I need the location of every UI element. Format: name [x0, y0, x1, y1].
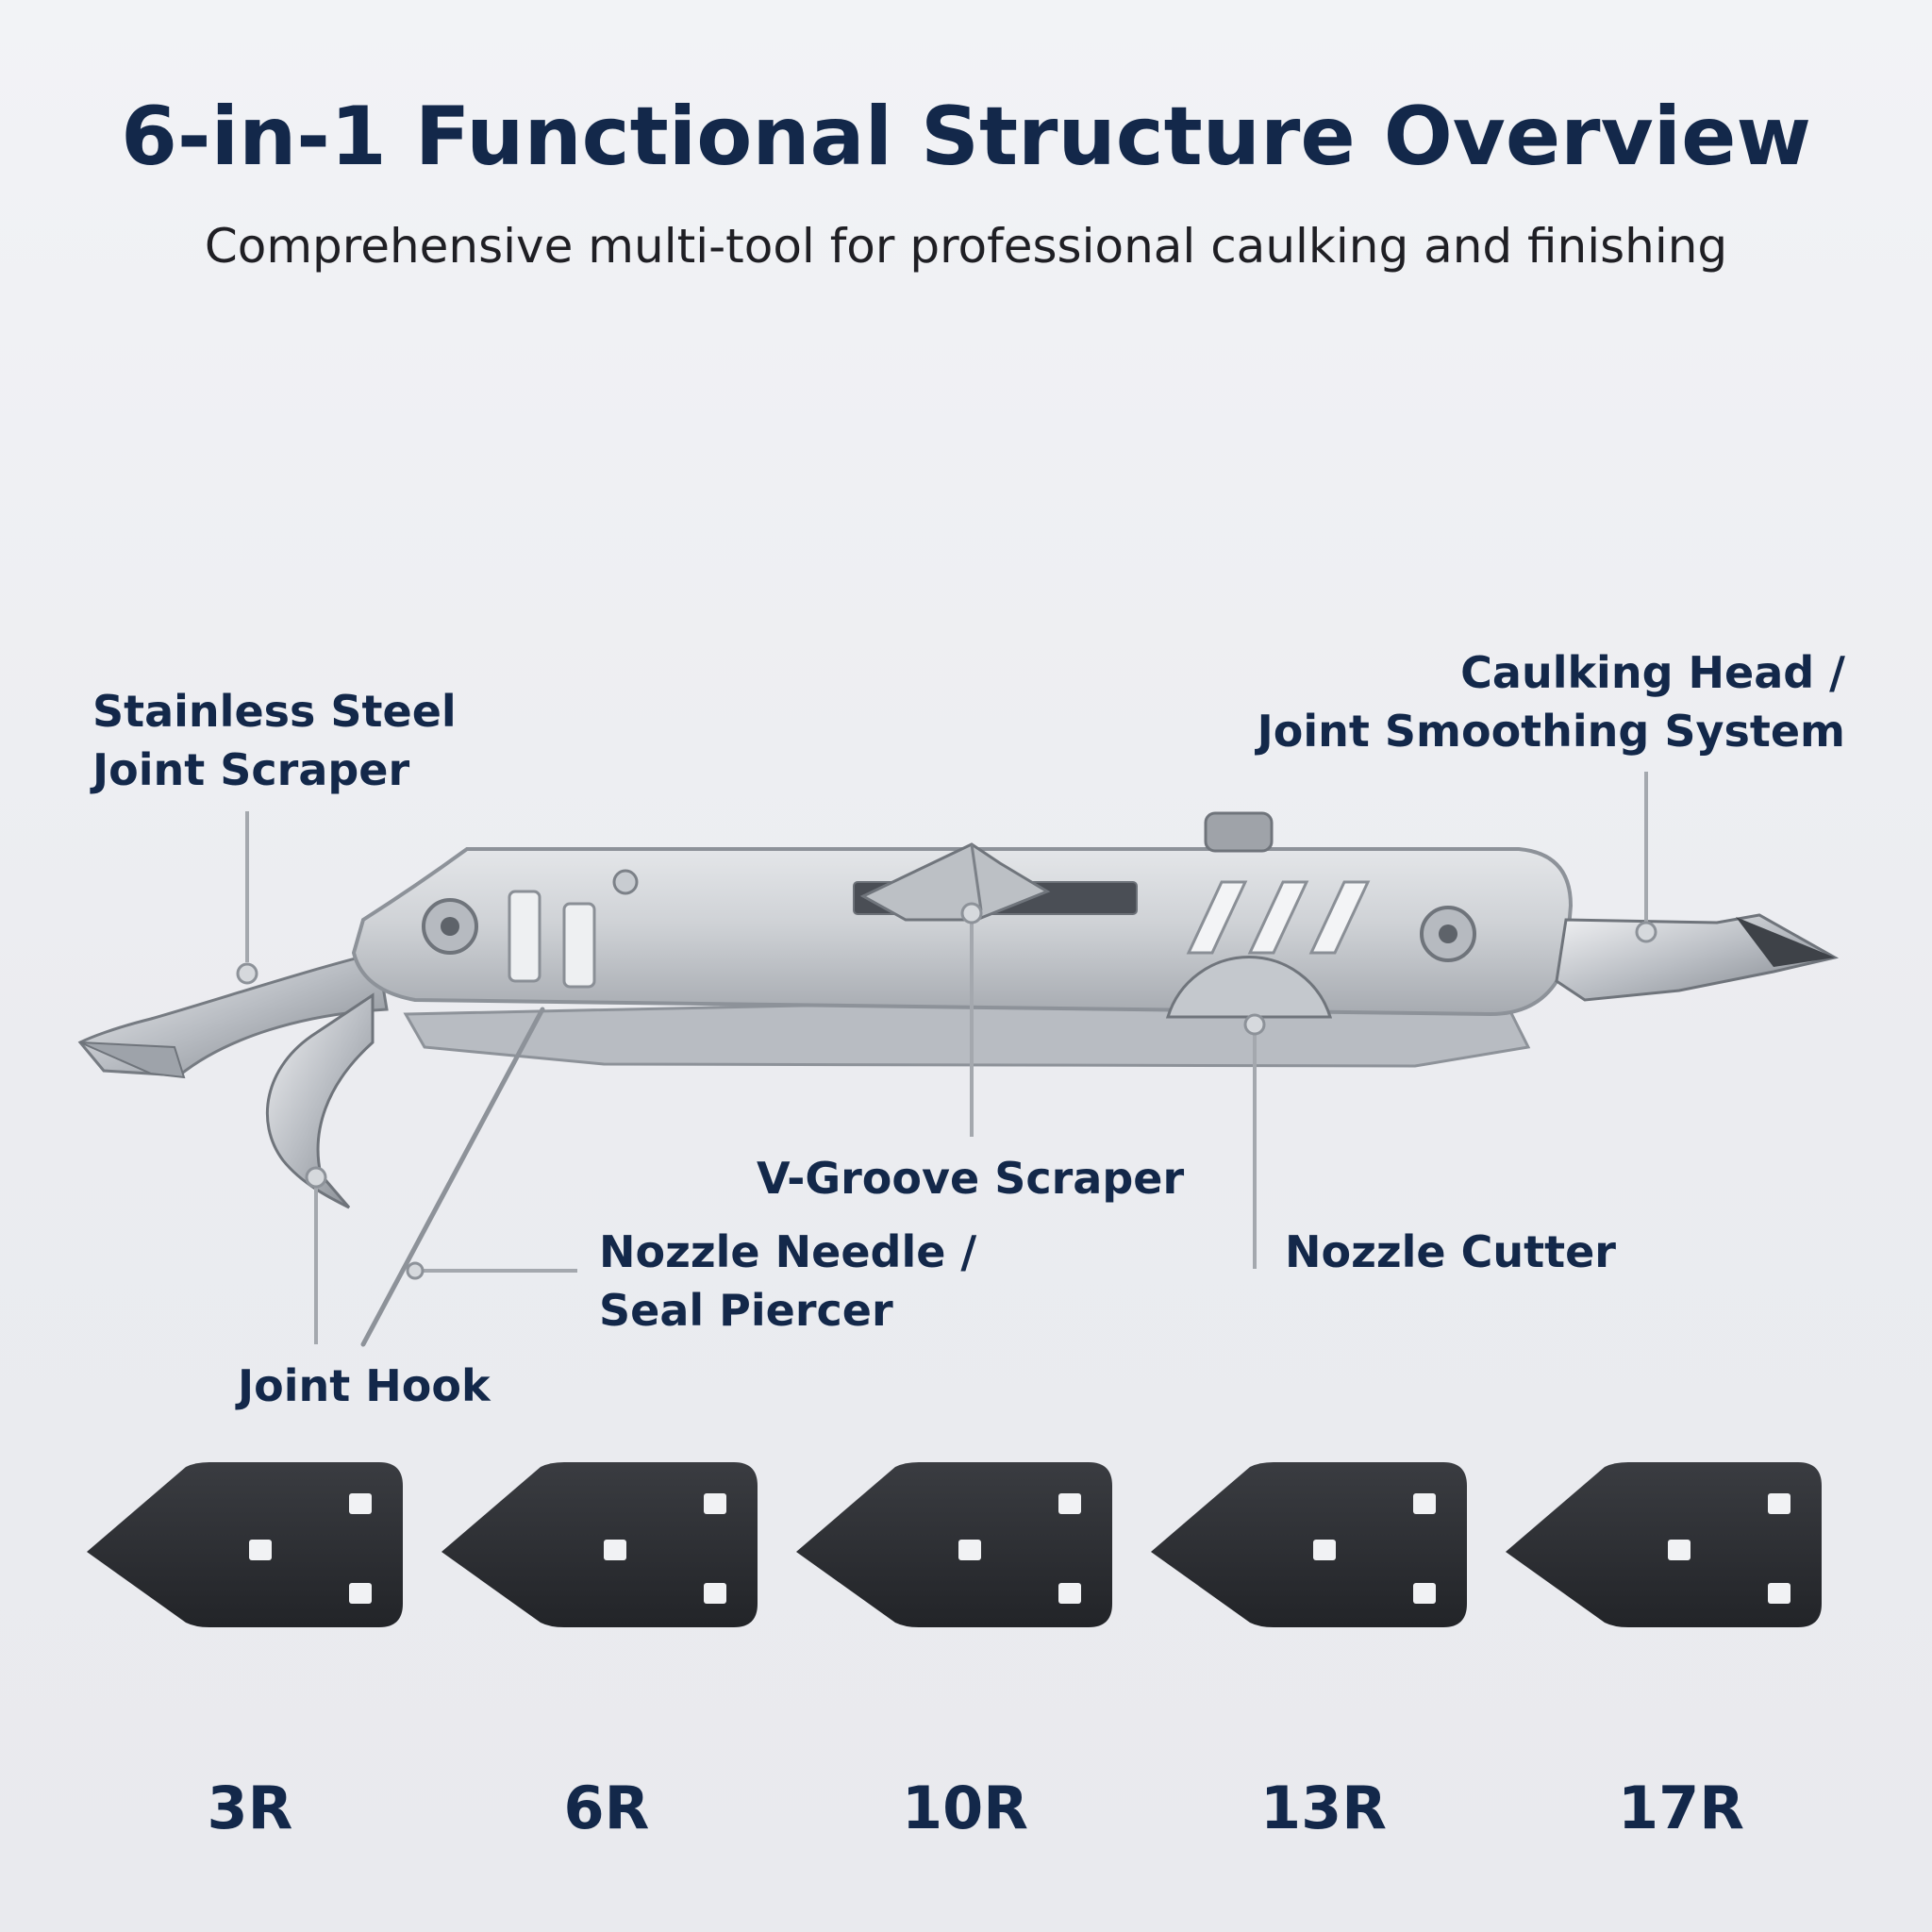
tip-3r	[87, 1462, 403, 1627]
label-line: Joint Scraper	[92, 744, 410, 795]
nozzle-needle	[360, 1007, 545, 1347]
label-caulking-head: Caulking Head / Joint Smoothing System	[1257, 643, 1845, 760]
label-line: Joint Smoothing System	[1257, 706, 1845, 757]
body-vent	[1186, 880, 1248, 955]
label-line: Joint Hook	[238, 1360, 491, 1411]
body-vent	[1308, 880, 1371, 955]
tip-size-label: 3R	[207, 1774, 293, 1842]
joint-scraper-blade	[77, 951, 389, 1077]
page-title: 6-in-1 Functional Structure Overview	[121, 90, 1811, 184]
label-line: Seal Piercer	[599, 1285, 893, 1336]
label-line: Stainless Steel	[92, 686, 457, 737]
body-slot	[562, 902, 596, 989]
tip-13r	[1151, 1462, 1467, 1627]
label-v-groove-scraper: V-Groove Scraper	[757, 1149, 1184, 1208]
tip-6r	[441, 1462, 758, 1627]
pin	[612, 869, 639, 895]
tip-size-label: 10R	[901, 1774, 1029, 1842]
label-nozzle-cutter: Nozzle Cutter	[1285, 1223, 1616, 1281]
label-line: V-Groove Scraper	[757, 1153, 1185, 1204]
label-nozzle-needle: Nozzle Needle / Seal Piercer	[599, 1223, 976, 1340]
label-line: Nozzle Needle /	[599, 1226, 977, 1277]
tip-row	[87, 1462, 1822, 1627]
knob	[1204, 811, 1274, 853]
nozzle-cutter-wheel	[1165, 956, 1333, 1019]
label-joint-hook: Joint Hook	[238, 1357, 491, 1415]
tip-size-label: 6R	[563, 1774, 650, 1842]
tip-size-label: 17R	[1617, 1774, 1745, 1842]
caulking-head-tip	[1736, 917, 1835, 967]
leader-dots	[236, 902, 1657, 1280]
label-line: Caulking Head /	[1460, 647, 1845, 698]
page-subtitle: Comprehensive multi-tool for professiona…	[204, 219, 1728, 274]
label-line: Nozzle Cutter	[1285, 1226, 1616, 1277]
body-vent	[1247, 880, 1309, 955]
body-slot	[508, 890, 541, 983]
tip-17r	[1506, 1462, 1822, 1627]
label-joint-scraper: Stainless Steel Joint Scraper	[92, 682, 457, 799]
joint-scraper-edge	[79, 1041, 186, 1079]
tip-10r	[796, 1462, 1112, 1627]
tip-size-label: 13R	[1259, 1774, 1388, 1842]
leader-lines	[245, 772, 1648, 1344]
